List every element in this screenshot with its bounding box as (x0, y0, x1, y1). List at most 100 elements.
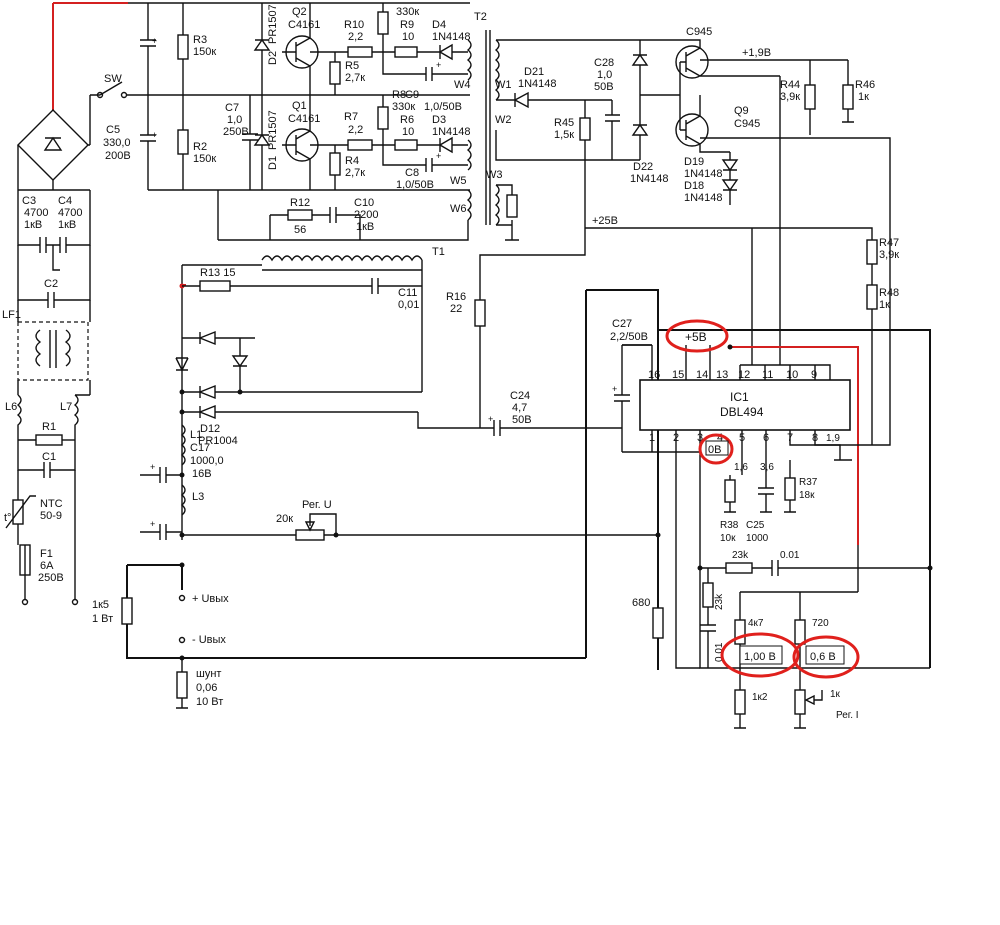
l3-label: L3 (192, 491, 204, 503)
svg-text:+: + (436, 151, 441, 161)
uout-minus-label: - Uвых (192, 634, 226, 646)
d22-value: 1N4148 (630, 173, 669, 185)
r8-value: 330к (392, 101, 415, 113)
r23k-horizontal-resistor (725, 562, 753, 574)
q9-transistor (675, 113, 709, 147)
v25-label: +25В (592, 215, 618, 227)
w6-label: W6 (450, 203, 467, 215)
r13-resistor (199, 280, 231, 292)
t1-label: T1 (432, 246, 445, 258)
d18-ref: D18 (684, 180, 704, 192)
d21-value: 1N4148 (518, 78, 557, 90)
c4-ref: C4 (58, 195, 72, 207)
c4-rating: 1кВ (58, 219, 76, 231)
c001-v-label: 0.01 (714, 642, 725, 662)
l6-label: L6 (5, 401, 17, 413)
svg-text:+: + (488, 414, 493, 424)
c7-ref: C7 (225, 102, 239, 114)
svg-text:+: + (150, 462, 155, 472)
zero-v-highlight (698, 433, 734, 465)
c24-value: 4,7 (512, 402, 527, 414)
r1-ref: R1 (42, 421, 56, 433)
d18-value: 1N4148 (684, 192, 723, 204)
r9-ref: R9 (400, 19, 414, 31)
c17-ref: C17 (190, 442, 210, 454)
c10-value: 2200 (354, 209, 378, 221)
ic1-value: DBL494 (720, 405, 764, 419)
c3-value: 4700 (24, 207, 48, 219)
c9-ref: C9 (405, 89, 419, 101)
q2-value: C4161 (288, 19, 320, 31)
svg-text:+: + (152, 36, 157, 46)
r46-resistor (842, 84, 854, 110)
c11-value: 0,01 (398, 299, 419, 311)
d2-value: PR1507 (267, 4, 279, 44)
c10-ref: C10 (354, 197, 374, 209)
l1-label: L1 (190, 429, 202, 441)
q1-value: C4161 (288, 113, 320, 125)
c24-ref: C24 (510, 390, 530, 402)
c27-ref: C27 (612, 318, 632, 330)
r44-ref: R44 (780, 79, 800, 91)
v19b-label: 1,9 (826, 433, 840, 444)
r6-ref: R6 (400, 114, 414, 126)
six-v-label: 0,6 В (810, 651, 836, 663)
sw-label: SW (104, 73, 122, 85)
c3-rating: 1кВ (24, 219, 42, 231)
r330k-top-resistor (377, 11, 389, 35)
reg-i-potentiometer[interactable] (794, 689, 806, 715)
d3-ref: D3 (432, 114, 446, 126)
c7-rating: 250В (223, 126, 249, 138)
r44-resistor (804, 84, 816, 110)
r3-resistor (177, 34, 189, 60)
r3-ref: R3 (193, 34, 207, 46)
c10-rating: 1кВ (356, 221, 374, 233)
d19-value: 1N4148 (684, 168, 723, 180)
c24-rating: 50В (512, 414, 532, 426)
t-label: t° (4, 512, 11, 524)
r38-value: 10к (720, 533, 736, 544)
q9-ref: Q9 (734, 105, 749, 117)
c17-rating: 16В (192, 468, 212, 480)
w3-resistor (506, 194, 518, 218)
c28-rating: 50В (594, 81, 614, 93)
measurement-annotations: +5В 0В 1,00 В 0,6 В (665, 319, 860, 679)
c5-value: 330,0 (103, 137, 131, 149)
one-v-label: 1,00 В (744, 651, 776, 663)
d4-ref: D4 (432, 19, 446, 31)
r1-resistor (35, 434, 63, 446)
d19-ref: D19 (684, 156, 704, 168)
shunt-watt: 10 Вт (196, 696, 223, 708)
ic1-pin-4: 4 (717, 432, 723, 444)
output-section: T1 R13 15 C11 0,01 D12 PR1004 L1 C17 100… (92, 246, 664, 709)
v16-label: 1,6 (734, 462, 748, 473)
r47-value: 3,9к (879, 249, 899, 261)
c7-value: 1,0 (227, 114, 242, 126)
c945-top-transistor (675, 45, 709, 79)
ntc-value: 50-9 (40, 510, 62, 522)
six-v-highlight (792, 635, 860, 679)
r9-value: 10 (402, 31, 414, 43)
f1-value: 6A (40, 560, 54, 572)
ic1-pin-14: 14 (696, 369, 708, 381)
c9-value: 1,0/50В (424, 101, 462, 113)
r37-ref: R37 (799, 477, 818, 488)
r45-resistor (579, 117, 591, 141)
one-v-highlight (720, 632, 800, 678)
shunt-resistor (176, 671, 188, 699)
r4-ref: R4 (345, 155, 359, 167)
uout-plus-label: + Uвых (192, 593, 229, 605)
r8-resistor (377, 106, 389, 130)
shunt-value: 0,06 (196, 682, 217, 694)
r1k2-label: 1к2 (752, 692, 768, 703)
f1-rating: 250В (38, 572, 64, 584)
svg-text:+: + (436, 60, 441, 70)
r6-value: 10 (402, 126, 414, 138)
driver-section: T2 W1 W2 D21 1N4148 R45 1,5к C28 1,0 50В… (474, 11, 899, 446)
r4-value: 2,7к (345, 167, 365, 179)
r12-value: 56 (294, 224, 306, 236)
w2-label: W2 (495, 114, 512, 126)
r23k-v-label: 23k (714, 593, 725, 610)
c945-top-value: C945 (686, 26, 712, 38)
